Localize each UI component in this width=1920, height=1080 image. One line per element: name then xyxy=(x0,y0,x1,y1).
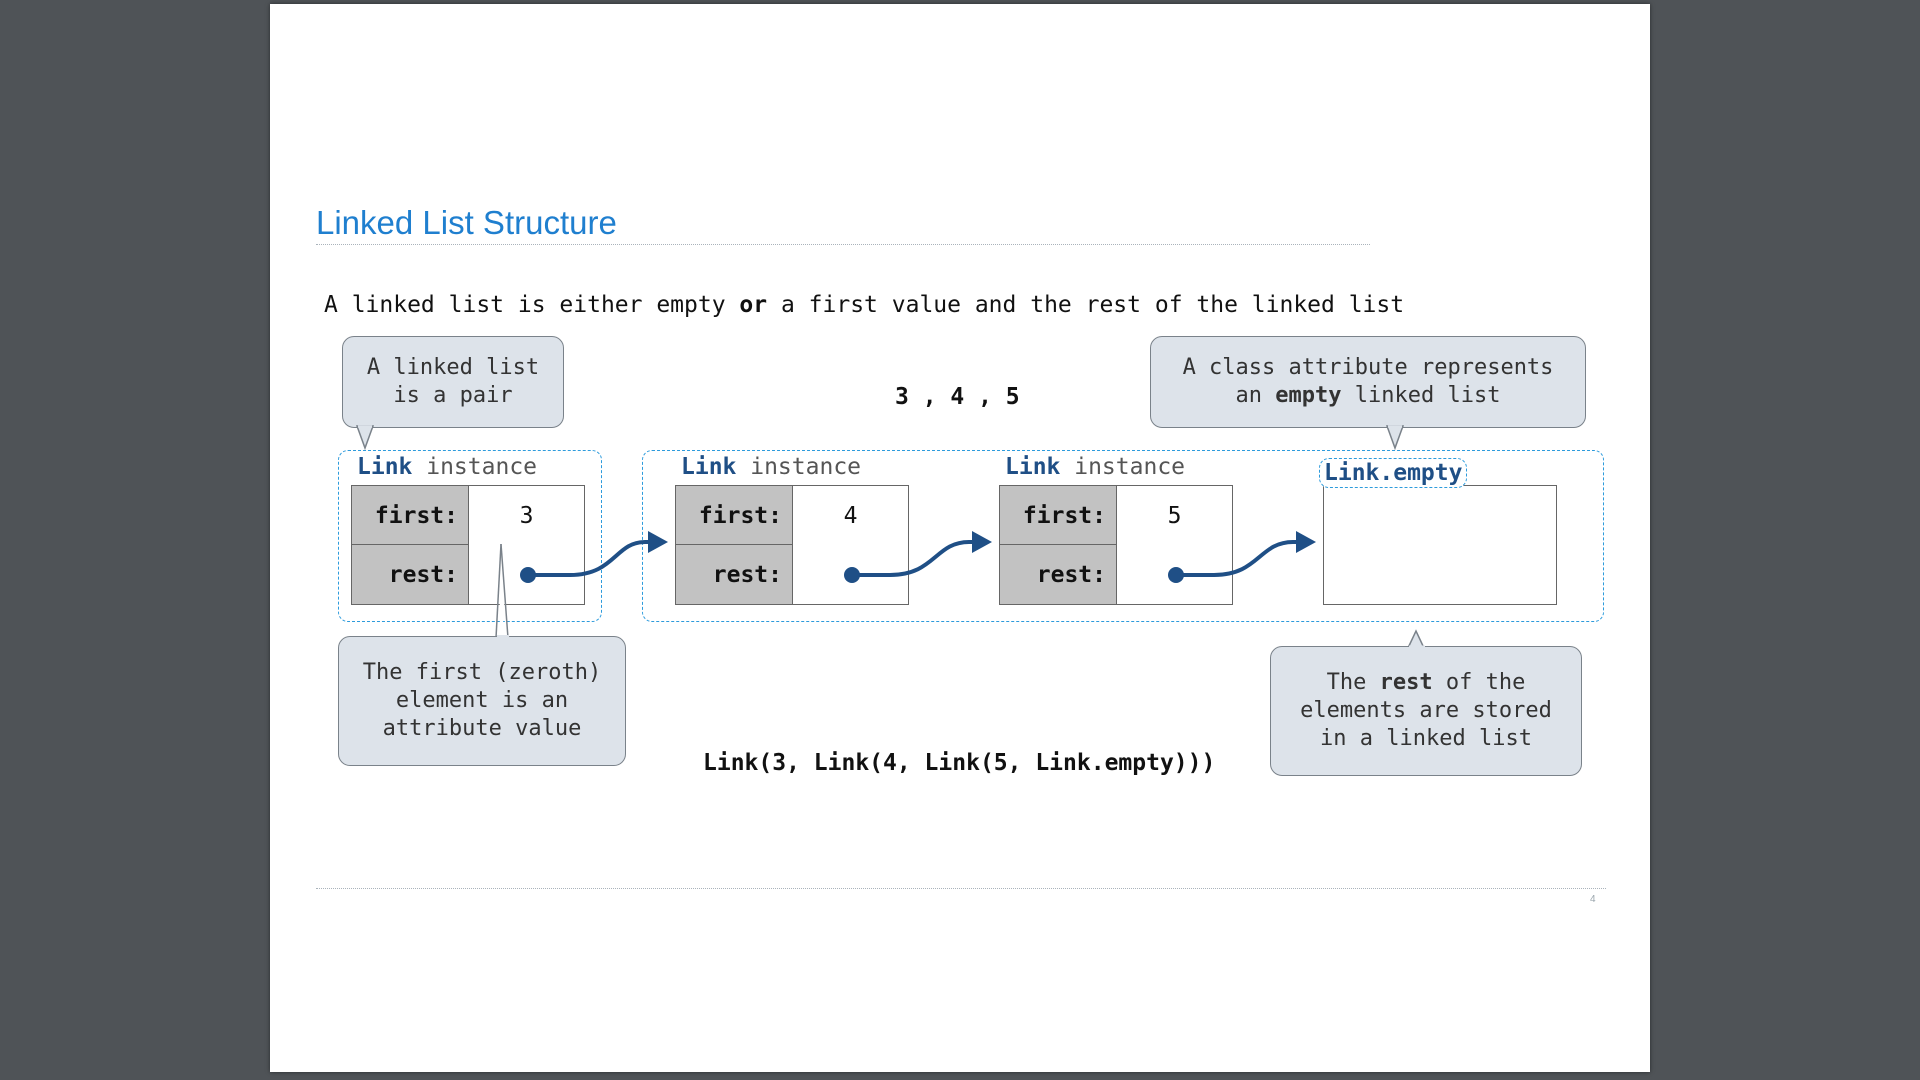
first-elem-line2: element is an xyxy=(395,688,569,713)
first-elem-callout-tail xyxy=(495,543,509,640)
link-3-label: Link instance xyxy=(1005,454,1185,480)
link-2-rest-dot xyxy=(844,567,860,583)
footer-divider xyxy=(316,888,1606,889)
rest-line1-pre: The xyxy=(1326,670,1380,695)
rest-line1-post: of the xyxy=(1432,670,1526,695)
first-elem-tail-cover xyxy=(497,635,509,639)
arrowhead-2 xyxy=(972,531,992,553)
constructor-expression: Link(3, Link(4, Link(5, Link.empty))) xyxy=(703,750,1216,776)
link-1-first-label: first: xyxy=(352,486,469,545)
link-3-rest-dot xyxy=(1168,567,1184,583)
link-3-class: Link xyxy=(1005,454,1061,480)
link-3-suffix: instance xyxy=(1060,454,1186,480)
link-1-row-divider xyxy=(352,544,584,545)
link-1-label: Link instance xyxy=(357,454,537,480)
link-1-suffix: instance xyxy=(412,454,538,480)
empty-link-label: Link.empty xyxy=(1319,458,1468,488)
link-box-1: first: rest: 3 xyxy=(351,485,585,605)
pair-callout-line2: is a pair xyxy=(393,383,513,408)
arrowhead-3 xyxy=(1296,531,1316,553)
pair-callout-tail xyxy=(355,425,375,451)
class-attribute-callout: A class attribute represents an empty li… xyxy=(1150,336,1586,428)
rest-callout: The rest of the elements are stored in a… xyxy=(1270,646,1582,776)
rest-line3: in a linked list xyxy=(1320,726,1532,751)
first-elem-line1: The first (zeroth) xyxy=(362,660,602,685)
arrow-link3-to-empty xyxy=(1174,540,1302,577)
link-3-row-divider xyxy=(1000,544,1232,545)
rest-line2: elements are stored xyxy=(1300,698,1552,723)
rest-frame xyxy=(642,450,1604,622)
class-attr-line1: A class attribute represents xyxy=(1182,355,1554,380)
arrow-link2-to-link3 xyxy=(850,540,978,577)
link-2-first-value: 4 xyxy=(793,486,908,545)
first-element-callout: The first (zeroth) element is an attribu… xyxy=(338,636,626,766)
title-divider xyxy=(316,244,1370,245)
link-1-rest-dot xyxy=(520,567,536,583)
link-2-suffix: instance xyxy=(736,454,862,480)
link-2-class: Link xyxy=(681,454,737,480)
sequence-text: 3 , 4 , 5 xyxy=(895,384,1020,410)
pointer-arrows xyxy=(495,531,1426,649)
first-elem-line3: attribute value xyxy=(382,716,582,741)
pair-callout-line1: A linked list xyxy=(366,355,540,380)
link-box-3: first: rest: 5 xyxy=(999,485,1233,605)
page-title: Linked List Structure xyxy=(316,204,617,241)
link-box-2: first: rest: 4 xyxy=(675,485,909,605)
arrowhead-1 xyxy=(648,531,668,553)
link-1-first-value: 3 xyxy=(469,486,584,545)
definition-post: a first value and the rest of the linked… xyxy=(767,292,1405,318)
link-3-rest-label: rest: xyxy=(1000,545,1117,604)
pair-callout: A linked list is a pair xyxy=(342,336,564,428)
link-2-row-divider xyxy=(676,544,908,545)
class-attr-line2-post: linked list xyxy=(1341,383,1501,408)
definition-pre: A linked list is either empty xyxy=(324,292,740,318)
class-attr-line2-bold: empty xyxy=(1275,383,1342,408)
class-attr-line2-pre: an xyxy=(1235,383,1276,408)
link-3-first-value: 5 xyxy=(1117,486,1232,545)
empty-link-box xyxy=(1323,485,1557,605)
link-2-label: Link instance xyxy=(681,454,861,480)
class-attr-line2: an empty linked list xyxy=(1236,382,1501,410)
link-2-first-label: first: xyxy=(676,486,793,545)
definition-text: A linked list is either empty or a first… xyxy=(324,292,1404,318)
link-2-rest-label: rest: xyxy=(676,545,793,604)
class-attribute-callout-tail xyxy=(1385,425,1405,451)
link-3-first-label: first: xyxy=(1000,486,1117,545)
link-frame-1 xyxy=(338,450,602,622)
arrow-link1-to-link2 xyxy=(526,540,654,577)
rest-line1-bold: rest xyxy=(1379,670,1433,695)
rest-line1: The rest of the xyxy=(1327,669,1526,697)
link-1-class: Link xyxy=(357,454,413,480)
rest-tail-cover xyxy=(1409,645,1425,649)
link-1-rest-label: rest: xyxy=(352,545,469,604)
definition-bold: or xyxy=(739,292,768,318)
slide: Linked List Structure A linked list is e… xyxy=(270,4,1650,1072)
page-number: 4 xyxy=(1590,894,1596,905)
